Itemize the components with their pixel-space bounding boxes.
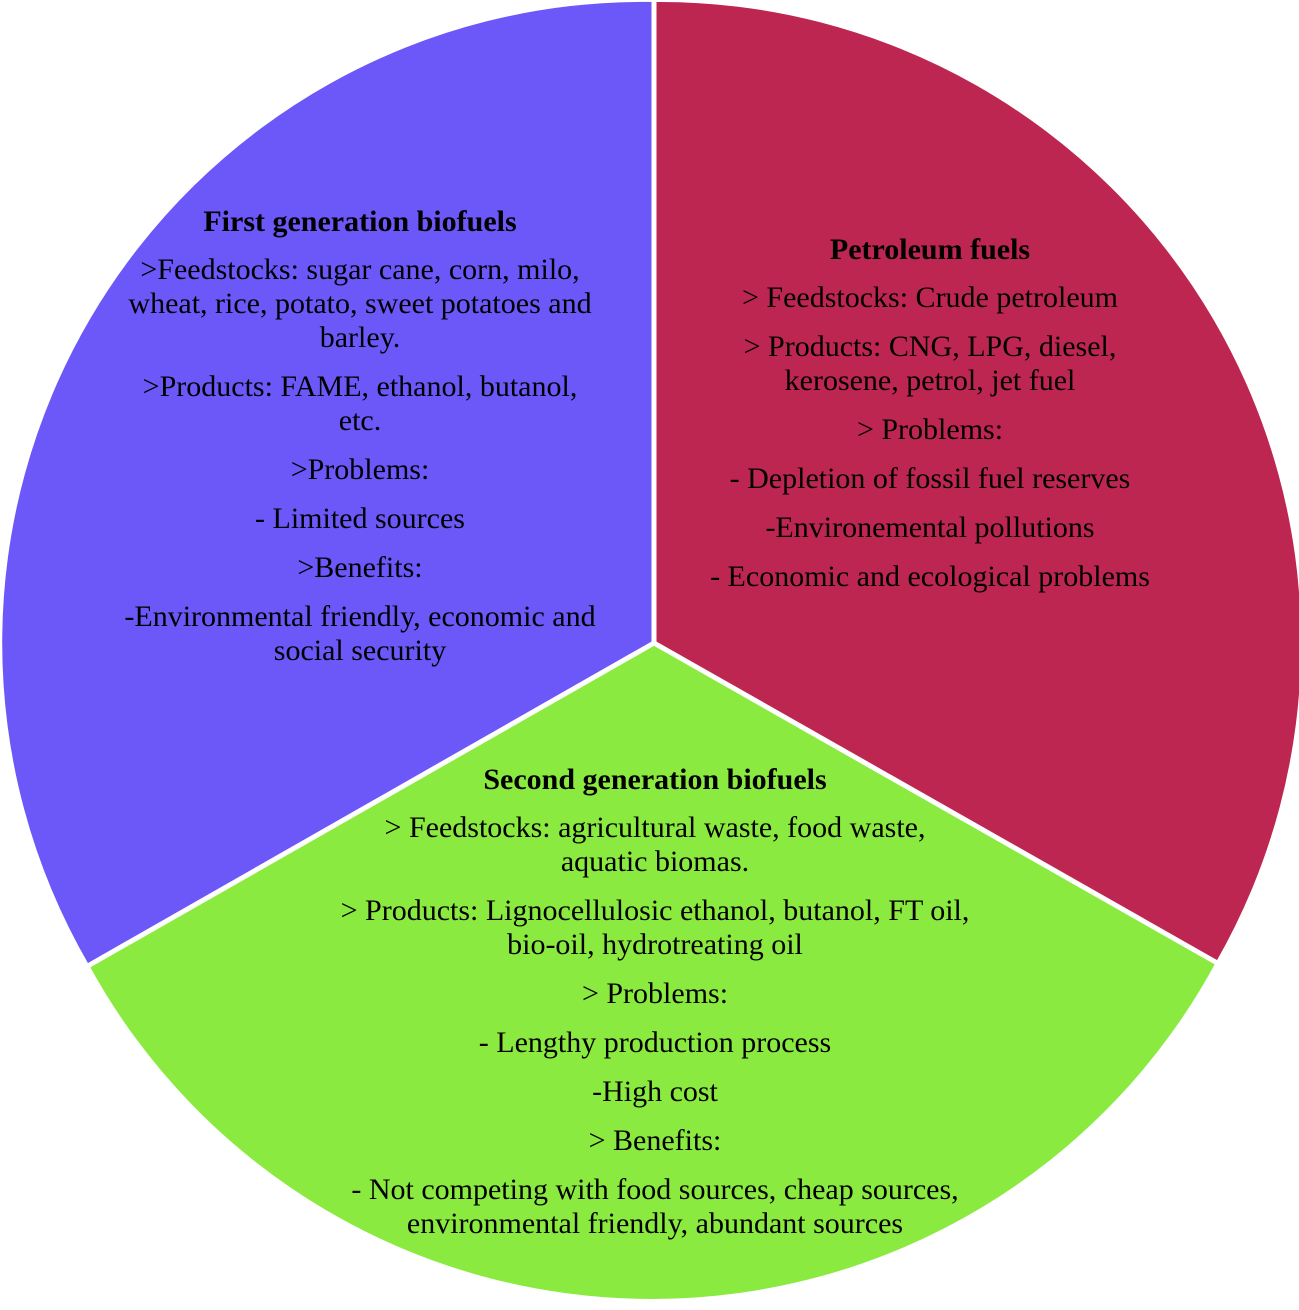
divider-right	[652, 640, 1221, 967]
petroleum-products: > Products: CNG, LPG, diesel, kerosene, …	[743, 330, 1117, 397]
second-benefit-1: - Not competing with food sources, cheap…	[351, 1173, 959, 1240]
petroleum-text: Petroleum fuels > Feedstocks: Crude petr…	[690, 233, 1170, 609]
first-problems-heading: >Problems:	[290, 453, 430, 486]
second-problems-heading: > Problems:	[581, 977, 729, 1010]
petroleum-problem-1: - Depletion of fossil fuel reserves	[729, 462, 1131, 495]
first-generation-text: First generation biofuels >Feedstocks: s…	[120, 205, 600, 683]
first-benefit-1: -Environmental friendly, economic and so…	[124, 600, 596, 667]
second-problem-2: -High cost	[592, 1075, 718, 1108]
first-benefits-heading: >Benefits:	[297, 551, 423, 584]
second-generation-title: Second generation biofuels	[483, 763, 827, 796]
petroleum-problems-heading: > Problems:	[856, 413, 1004, 446]
petroleum-title: Petroleum fuels	[829, 233, 1031, 266]
sector-petroleum	[654, 1, 1299, 962]
sector-first-generation	[2, 1, 655, 966]
first-feedstocks: >Feedstocks: sugar cane, corn, milo, whe…	[128, 253, 592, 354]
petroleum-problem-2: -Environemental pollutions	[765, 511, 1095, 544]
first-problem-1: - Limited sources	[255, 502, 465, 535]
divider-left	[84, 640, 656, 970]
second-benefits-heading: > Benefits:	[588, 1124, 722, 1157]
second-generation-text: Second generation biofuels > Feedstocks:…	[340, 763, 970, 1256]
second-problem-1: - Lengthy production process	[478, 1026, 832, 1059]
first-products: >Products: FAME, ethanol, butanol, etc.	[142, 370, 578, 437]
petroleum-problem-3: - Economic and ecological problems	[710, 560, 1150, 593]
first-generation-title: First generation biofuels	[203, 205, 517, 238]
second-products: > Products: Lignocellulosic ethanol, but…	[340, 894, 970, 961]
petroleum-feedstocks: > Feedstocks: Crude petroleum	[741, 281, 1118, 314]
second-feedstocks: > Feedstocks: agricultural waste, food w…	[384, 811, 926, 878]
